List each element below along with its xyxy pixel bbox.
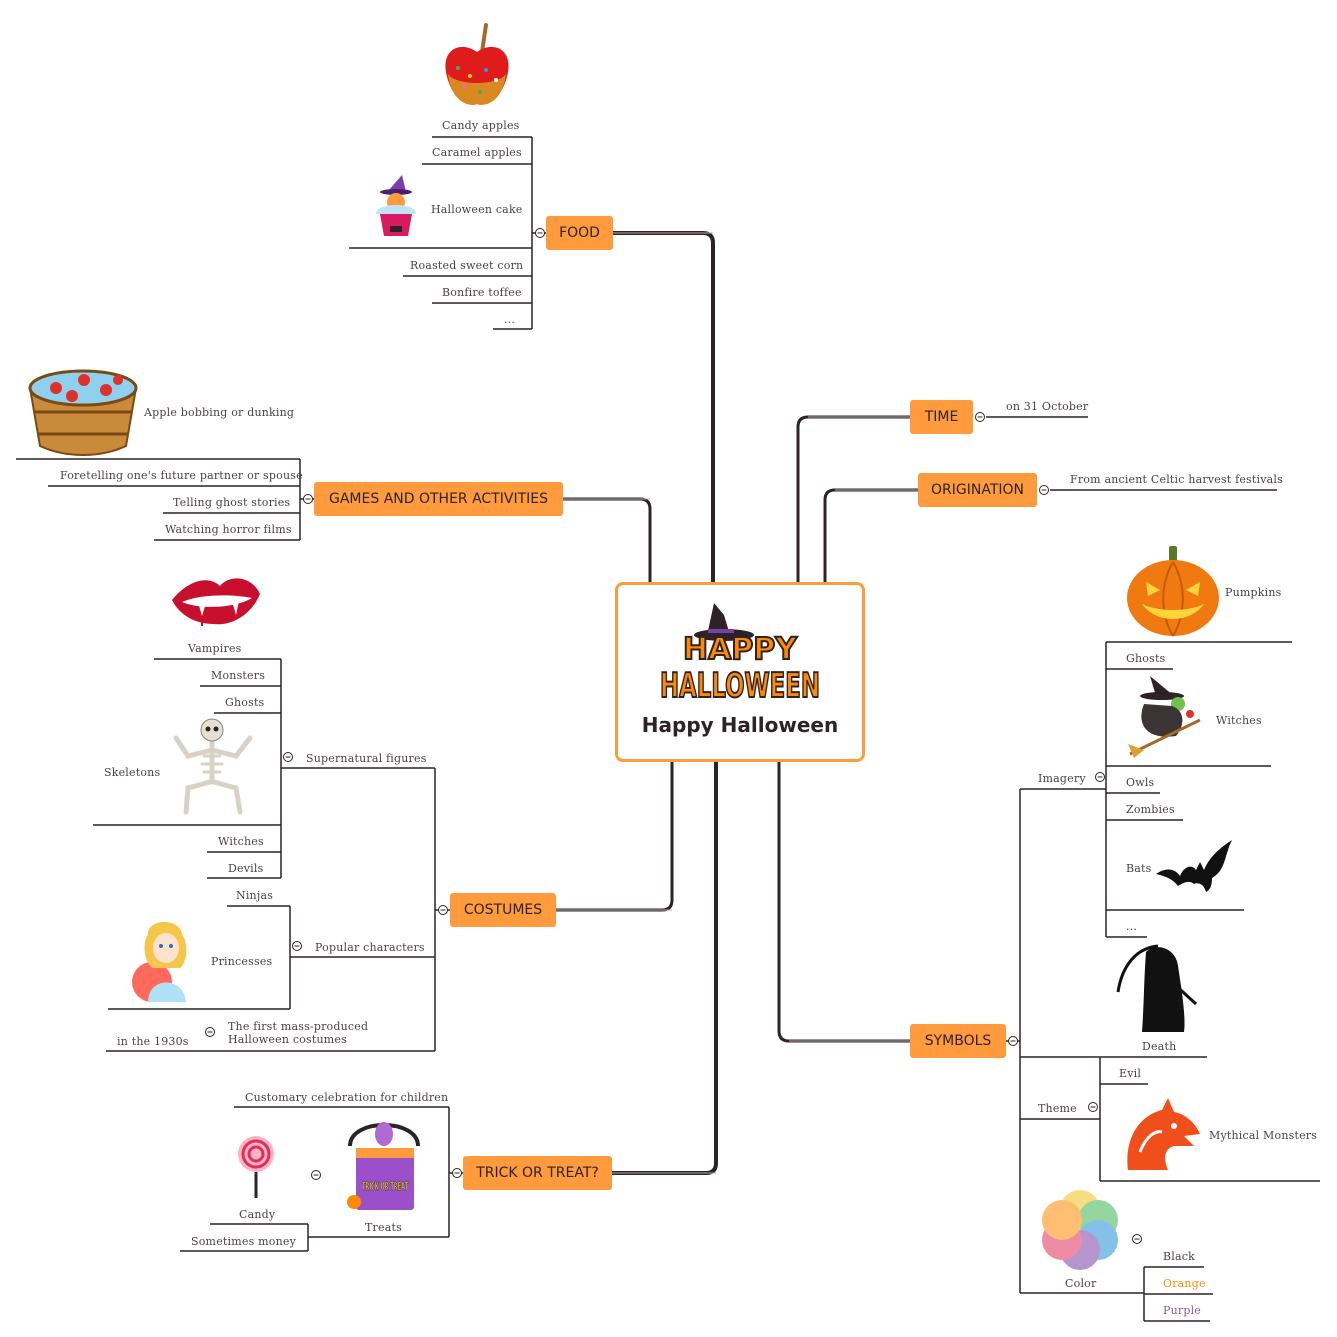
costumes-supernatural[interactable]: Supernatural figures [306,752,427,765]
happy-halloween-logo-icon: HAPPY HALLOWEEN [659,603,821,707]
costumes-mass-produced-date[interactable]: in the 1930s [117,1035,189,1048]
grim-reaper-icon [1116,944,1198,1032]
games-item-apple-bobbing[interactable]: Apple bobbing or dunking [144,406,295,419]
imagery-bats[interactable]: Bats [1126,862,1152,875]
games-item-horror-films[interactable]: Watching horror films [165,523,292,536]
symbols-imagery[interactable]: Imagery [1038,772,1086,785]
symbols-theme[interactable]: Theme [1038,1102,1077,1115]
origination-source[interactable]: From ancient Celtic harvest festivals [1070,473,1283,486]
vampire-lips-icon [172,578,260,626]
trick-item-customary[interactable]: Customary celebration for children [245,1091,449,1104]
theme-evil[interactable]: Evil [1119,1067,1142,1080]
jack-o-lantern-icon [1127,546,1219,637]
color-wheel-icon [1042,1190,1118,1270]
logo-line1: HAPPY [683,632,798,667]
imagery-more[interactable]: ... [1126,920,1138,933]
food-item-halloween-cake[interactable]: Halloween cake [431,203,523,216]
bat-icon [1156,840,1232,892]
color-orange[interactable]: Orange [1163,1277,1206,1290]
food-item-roasted-sweet-corn[interactable]: Roasted sweet corn [410,259,524,272]
logo-line2: HALLOWEEN [660,666,820,706]
candy-apple-icon [445,23,509,105]
topic-symbols[interactable]: SYMBOLS [910,1024,1006,1058]
apple-bobbing-tub-icon [28,369,138,456]
imagery-witches[interactable]: Witches [1216,714,1262,727]
popular-ninjas[interactable]: Ninjas [236,889,274,902]
princess-icon [132,922,187,1002]
central-title: Happy Halloween [641,713,839,737]
supernatural-ghosts[interactable]: Ghosts [225,696,265,709]
topic-costumes[interactable]: COSTUMES [450,893,556,927]
imagery-pumpkins[interactable]: Pumpkins [1225,586,1282,599]
costumes-mass-produced[interactable]: The first mass-produced Halloween costum… [228,1020,369,1046]
topic-games[interactable]: GAMES AND OTHER ACTIVITIES [314,482,563,516]
topic-origination[interactable]: ORIGINATION [918,473,1037,507]
topic-food[interactable]: FOOD [546,216,613,250]
topic-time[interactable]: TIME [910,400,973,434]
supernatural-witches[interactable]: Witches [218,835,264,848]
imagery-owls[interactable]: Owls [1126,776,1155,789]
time-date[interactable]: on 31 October [1006,400,1089,413]
costumes-popular[interactable]: Popular characters [315,941,425,954]
halloween-cake-icon [376,175,416,236]
games-item-ghost-stories[interactable]: Telling ghost stories [173,496,291,509]
food-item-candy-apples[interactable]: Candy apples [442,119,520,132]
trick-item-treats[interactable]: Treats [365,1221,402,1234]
bag-text: TRICK OR TREAT [362,1180,408,1193]
food-item-bonfire-toffee[interactable]: Bonfire toffee [442,286,522,299]
color-black[interactable]: Black [1163,1250,1195,1263]
supernatural-monsters[interactable]: Monsters [211,669,266,682]
lollipop-icon [238,1136,274,1198]
imagery-ghosts[interactable]: Ghosts [1126,652,1166,665]
treats-candy[interactable]: Candy [239,1208,276,1221]
supernatural-devils[interactable]: Devils [228,862,264,875]
supernatural-skeletons[interactable]: Skeletons [104,766,161,779]
trick-item-money[interactable]: Sometimes money [191,1235,296,1248]
games-item-foretelling[interactable]: Foretelling one's future partner or spou… [60,469,303,482]
witch-on-broom-icon [1128,676,1201,758]
dragon-icon [1127,1098,1200,1170]
food-item-caramel-apples[interactable]: Caramel apples [432,146,522,159]
supernatural-vampires[interactable]: Vampires [188,642,242,655]
topic-trick-or-treat[interactable]: TRICK OR TREAT? [463,1156,612,1190]
central-topic[interactable]: HAPPY HALLOWEEN Happy Halloween [615,582,865,762]
color-purple[interactable]: Purple [1163,1304,1202,1317]
trick-or-treat-bag-icon: TRICK OR TREAT [347,1122,420,1210]
food-item-more[interactable]: ... [504,313,516,326]
theme-mythical-monsters[interactable]: Mythical Monsters [1209,1129,1318,1142]
popular-princesses[interactable]: Princesses [211,955,273,968]
symbols-color[interactable]: Color [1065,1277,1097,1290]
skeleton-icon [173,718,253,815]
symbols-death[interactable]: Death [1142,1040,1177,1053]
imagery-zombies[interactable]: Zombies [1126,803,1175,816]
